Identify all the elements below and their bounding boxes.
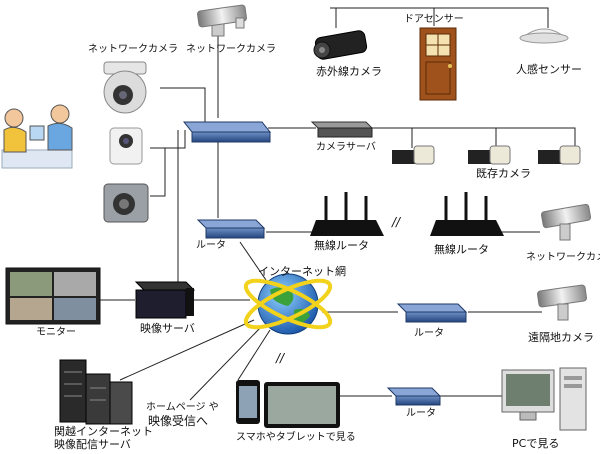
internet-globe-icon	[243, 273, 333, 335]
router-right-label: ルータ	[414, 328, 444, 339]
existing-camera-icon-2	[468, 145, 511, 165]
camera-server-icon	[310, 121, 374, 138]
distribution-server-rack-icon	[59, 359, 133, 425]
network-camera-left-label: ネットワークカメラ	[88, 44, 178, 55]
existing-camera-icon-1	[392, 145, 435, 165]
wireless-router-1-label: 無線ルータ	[314, 239, 369, 252]
infrared-camera-label: 赤外線カメラ	[316, 65, 382, 78]
main-router-icon	[182, 121, 272, 143]
router-middle-label: ルータ	[196, 240, 226, 251]
wireless-router-2-label: 無線ルータ	[434, 243, 489, 256]
smartphone-icon	[236, 380, 260, 424]
wireless-link-symbol-2: //	[276, 351, 285, 365]
distribution-server-label-line2: 映像配信サーバ	[54, 438, 131, 451]
tablet-icon	[264, 382, 340, 428]
router-bottom-label: ルータ	[406, 408, 436, 419]
distribution-server-label-line1: 関越インターネット	[54, 425, 153, 438]
cube-network-camera-icon	[109, 127, 143, 165]
people-at-desk-illustration	[1, 104, 73, 169]
monitor-icon	[5, 267, 101, 325]
motion-sensor-icon	[519, 28, 569, 44]
homepage-label-line1: ホームページ や	[146, 402, 219, 413]
wireless-link-symbol-1: //	[392, 215, 401, 229]
pc-view-label: PCで見る	[512, 437, 560, 450]
bottom-router-icon	[386, 387, 442, 406]
wireless-router-icon-2	[430, 192, 504, 236]
existing-camera-icon-3	[538, 145, 581, 165]
network-camera-top-label: ネットワークカメラ	[186, 44, 276, 55]
homepage-label-line2: 映像受信へ	[148, 414, 209, 428]
smartphone-tablet-label: スマホやタブレットで見る	[236, 432, 356, 443]
existing-cameras-label: 既存カメラ	[476, 167, 531, 180]
video-server-label: 映像サーバ	[140, 322, 195, 335]
right-router-icon	[396, 303, 468, 323]
right-network-camera-icon	[540, 203, 592, 241]
pc-tower-icon	[559, 367, 587, 431]
box-network-camera-icon	[103, 183, 149, 223]
internet-label: インターネット網	[258, 265, 346, 278]
connection-lines	[100, 7, 576, 401]
remote-camera-icon	[537, 284, 587, 321]
door-sensor-label: ドアセンサー	[404, 14, 464, 25]
infrared-camera-icon	[313, 30, 368, 60]
remote-camera-label: 遠隔地カメラ	[528, 331, 594, 344]
monitor-label: モニター	[36, 327, 76, 338]
video-server-icon	[134, 281, 196, 319]
middle-router-icon	[196, 219, 266, 239]
camera-server-label: カメラサーバ	[316, 142, 376, 153]
motion-sensor-label: 人感センサー	[516, 63, 582, 76]
dome-network-camera-icon	[103, 61, 147, 114]
pc-monitor-icon	[501, 369, 555, 421]
door-icon	[419, 27, 457, 101]
top-network-camera-icon	[197, 4, 247, 37]
network-camera-right-label: ネットワークカメラ	[526, 252, 600, 263]
wireless-router-icon-1	[310, 192, 384, 236]
